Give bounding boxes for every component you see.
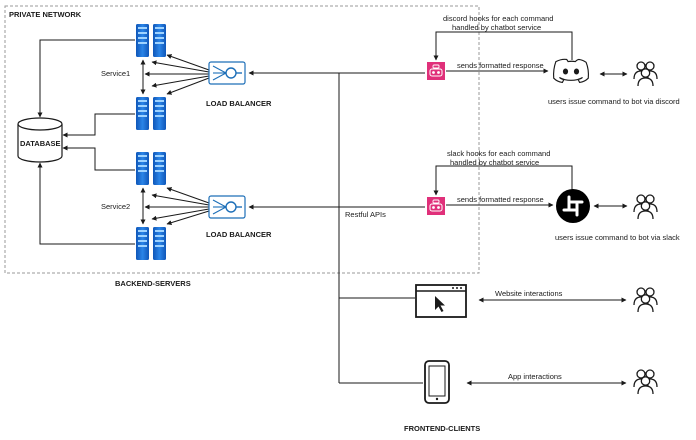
- slack-hooks-label-line1: slack hooks for each command: [447, 149, 550, 158]
- users-app-icon: [633, 369, 658, 395]
- server-group-1b: [136, 97, 166, 130]
- browser-window-icon: [415, 284, 467, 318]
- users-website-icon: [633, 287, 658, 313]
- users-slack-icon: [633, 194, 658, 220]
- slack-response-label: sends formatted response: [457, 195, 544, 204]
- load-balancer-1-label: LOAD BALANCER: [206, 99, 272, 108]
- backend-servers-label: BACKEND-SERVERS: [115, 279, 191, 288]
- mobile-phone-icon: [424, 360, 450, 404]
- app-interactions-label: App interactions: [508, 372, 562, 381]
- load-balancer-2-label: LOAD BALANCER: [206, 230, 272, 239]
- load-balancer-1-icon: [208, 61, 246, 85]
- private-network-boundary: [4, 5, 480, 274]
- server-group-2a: [136, 152, 166, 185]
- database-label: DATABASE: [20, 139, 61, 148]
- private-network-label: PRIVATE NETWORK: [9, 10, 82, 19]
- users-discord-icon: [633, 61, 658, 87]
- server-group-2b: [136, 227, 166, 260]
- server-group-1a: [136, 24, 166, 57]
- load-balancer-2-icon: [208, 195, 246, 219]
- database-icon: [17, 117, 63, 163]
- slack-bot-icon: [426, 196, 446, 216]
- website-interactions-label: Website interactions: [495, 289, 563, 298]
- discord-hooks-label-line2: handled by chatbot service: [452, 23, 541, 32]
- service1-label: Service1: [101, 69, 130, 78]
- users-slack-label: users issue command to bot via slack: [555, 233, 680, 242]
- frontend-clients-label: FRONTEND-CLIENTS: [404, 424, 480, 433]
- slack-hooks-label-line2: handled by chatbot service: [450, 158, 539, 167]
- slack-logo-icon: [556, 189, 590, 223]
- discord-bot-icon: [426, 61, 446, 81]
- discord-response-label: sends formatted response: [457, 61, 544, 70]
- restful-apis-label: Restful APIs: [345, 210, 386, 219]
- service2-label: Service2: [101, 202, 130, 211]
- discord-hooks-label-line1: discord hooks for each command: [443, 14, 553, 23]
- users-discord-label: users issue command to bot via discord: [548, 97, 680, 106]
- discord-logo-icon: [553, 58, 589, 84]
